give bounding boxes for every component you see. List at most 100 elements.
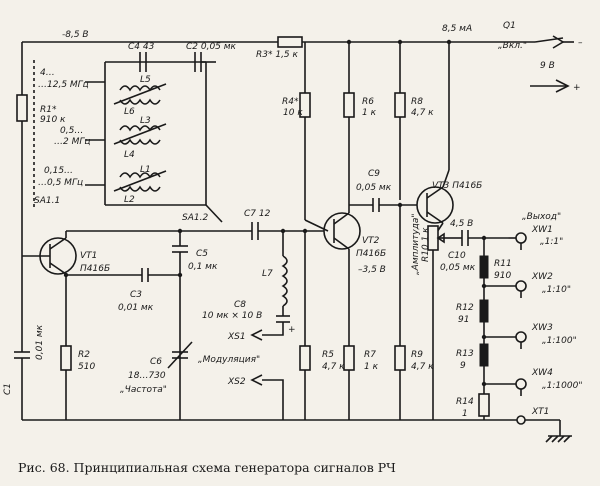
terminal-xt1 xyxy=(516,415,526,425)
resistor-r12 xyxy=(479,299,489,323)
resistor-r8 xyxy=(394,92,406,118)
resistor-r3 xyxy=(277,36,303,48)
r6-value: 1 к xyxy=(362,108,377,118)
r2-value: 510 xyxy=(78,362,95,372)
coil-l3-l4 xyxy=(113,123,167,145)
jack-xw2 xyxy=(515,280,527,292)
xw2-label: XW2 xyxy=(531,272,553,282)
xw1-ratio: „1:1" xyxy=(540,237,563,247)
r3-label: R3* 1,5 к xyxy=(256,50,299,60)
jack-xs1-icon xyxy=(250,329,263,341)
resistor-r14 xyxy=(478,393,490,417)
r11-value: 910 xyxy=(494,271,511,281)
l4-label: L4 xyxy=(124,150,135,160)
resistor-r6 xyxy=(343,92,355,118)
l3-label: L3 xyxy=(140,116,151,126)
resistor-r5 xyxy=(299,345,311,371)
c9-value: 0,05 мк xyxy=(356,183,392,193)
band-2b-label: …2 МГц xyxy=(54,137,91,147)
jack-xw4 xyxy=(515,378,527,390)
r9-label: R9 xyxy=(411,350,423,360)
output-label: „Выход" xyxy=(522,212,561,222)
switch-label: Q1 xyxy=(503,21,516,31)
transistor-vt3 xyxy=(416,186,454,224)
battery-minus-label: – xyxy=(578,38,583,48)
band-2-label: 0,5… xyxy=(60,126,83,136)
l5-label: L5 xyxy=(140,75,151,85)
amplitude-label: „Амплитуда" xyxy=(411,213,421,275)
vt3-label: VТ3 П416Б xyxy=(432,181,482,191)
coil-l1-l2 xyxy=(113,170,167,192)
r7-value: 1 к xyxy=(364,362,379,372)
r14-value: 1 xyxy=(462,409,468,419)
xw1-label: XW1 xyxy=(531,225,553,235)
c6-value: 18…730 xyxy=(128,371,166,381)
r4-value: 10 к xyxy=(283,108,303,118)
modulation-label: „Модуляция" xyxy=(198,355,260,365)
c2-label: С2 0,05 мк xyxy=(186,42,237,52)
vt1-label: VТ1 xyxy=(80,251,97,261)
c4-label: С4 43 xyxy=(128,42,155,52)
arrow-icon xyxy=(436,232,445,244)
c7-label: С7 12 xyxy=(244,209,271,219)
c3-label: С3 xyxy=(130,290,142,300)
vt2-label: VТ2 xyxy=(362,236,380,246)
battery-voltage-label: 9 В xyxy=(540,61,555,71)
r6-label: R6 xyxy=(362,97,374,107)
r5-value: 4,7 к xyxy=(322,362,345,372)
r4-label: R4* xyxy=(282,97,299,107)
c9-label: С9 xyxy=(368,169,380,179)
r1-label: R1* xyxy=(40,105,57,115)
vt3-voltage: 4,5 В xyxy=(450,219,473,229)
tank-circuit xyxy=(85,52,216,206)
transistor-vt2 xyxy=(323,212,361,250)
xt1-label: XT1 xyxy=(531,407,549,417)
band-1b-label: …12,5 МГц xyxy=(38,80,89,90)
xw4-label: XW4 xyxy=(531,368,553,378)
l1-label: L1 xyxy=(140,165,151,175)
band-3-label: 0,15… xyxy=(44,166,73,176)
resistor-r1 xyxy=(16,94,28,122)
r14-label: R14 xyxy=(456,397,474,407)
band-3b-label: …0,5 МГц xyxy=(38,178,83,188)
c8-value: 10 мк × 10 В xyxy=(202,311,262,321)
c10-value: 0,05 мк xyxy=(440,263,476,273)
xw4-ratio: „1:1000" xyxy=(542,381,582,391)
supply-current-label: 8,5 мА xyxy=(442,24,472,34)
frequency-label: „Частота" xyxy=(120,385,167,395)
jack-xs2-icon xyxy=(250,374,263,386)
c5-value: 0,1 мк xyxy=(188,262,218,272)
r9-value: 4,7 к xyxy=(411,362,434,372)
rail-voltage-label: -8,5 В xyxy=(62,30,89,40)
r5-label: R5 xyxy=(322,350,334,360)
resistor-r2 xyxy=(60,345,72,371)
xw3-label: XW3 xyxy=(531,323,553,333)
vt2-voltage: –3,5 В xyxy=(358,265,386,275)
r1-value: 910 к xyxy=(40,115,66,125)
vt2-type: П416Б xyxy=(356,249,386,259)
vt1-type: П416Б xyxy=(80,264,110,274)
resistor-r11 xyxy=(479,255,489,279)
c10-label: С10 xyxy=(448,251,466,261)
c3-value: 0,01 мк xyxy=(118,303,154,313)
sa1-2-label: SA1.2 xyxy=(182,213,208,223)
jack-xw3 xyxy=(515,331,527,343)
r2-label: R2 xyxy=(78,350,90,360)
c5-label: С5 xyxy=(196,249,208,259)
r7-label: R7 xyxy=(364,350,376,360)
l2-label: L2 xyxy=(124,195,135,205)
battery-plus-label: + xyxy=(573,83,581,93)
r10-label: R10 1 к xyxy=(421,227,431,262)
sa1-1-label: SA1.1 xyxy=(34,196,60,206)
xw2-ratio: „1:10" xyxy=(542,285,571,295)
resistor-r13 xyxy=(479,343,489,367)
resistor-r9 xyxy=(394,345,406,371)
r12-label: R12 xyxy=(456,303,474,313)
r12-value: 91 xyxy=(458,315,469,325)
figure-caption: Рис. 68. Принципиальная схема генератора… xyxy=(18,460,396,475)
arrow-icon xyxy=(552,35,565,49)
c8-label: С8 xyxy=(234,300,246,310)
switch-on-label: „Вкл." xyxy=(498,41,527,51)
xs1-label: XS1 xyxy=(227,332,246,342)
